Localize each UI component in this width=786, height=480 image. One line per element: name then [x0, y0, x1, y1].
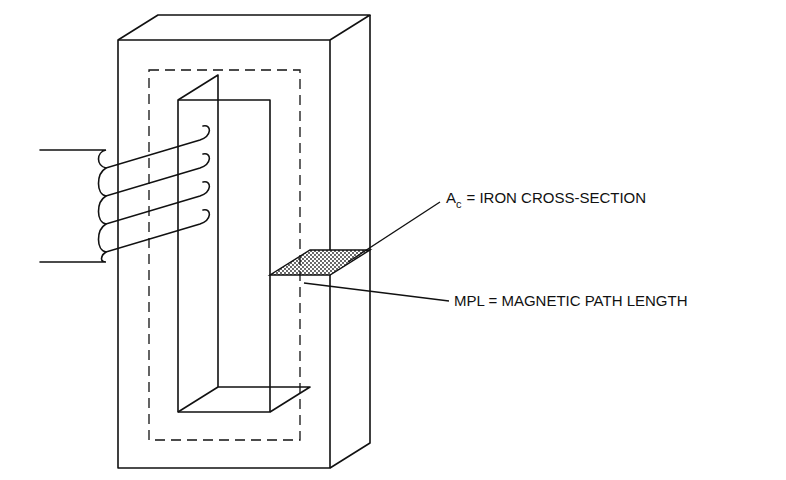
coil-turn: [99, 154, 210, 196]
cross-section-area: [270, 250, 370, 275]
coil-turn: [40, 126, 209, 168]
symbol-subscript: c: [456, 198, 462, 210]
magnetic-path: [149, 70, 300, 440]
definition-text: MPL = MAGNETIC PATH LENGTH: [454, 293, 688, 310]
symbol-letter: A: [446, 190, 456, 207]
coil-turn: [99, 210, 210, 252]
definition-text: = IRON CROSS-SECTION: [467, 190, 647, 207]
core-side-face: [330, 15, 370, 468]
coil-turn: [99, 182, 210, 224]
coil-winding: [40, 126, 209, 262]
core-window: [178, 100, 270, 412]
core-outline: [118, 15, 370, 468]
core-front-face: [118, 40, 330, 468]
leader-line: [348, 202, 440, 262]
coil-lead: [40, 252, 106, 262]
leader-lines: [304, 202, 449, 301]
window-inner-faces: [178, 75, 310, 412]
leader-line: [304, 283, 449, 301]
core-top-face: [118, 15, 370, 40]
